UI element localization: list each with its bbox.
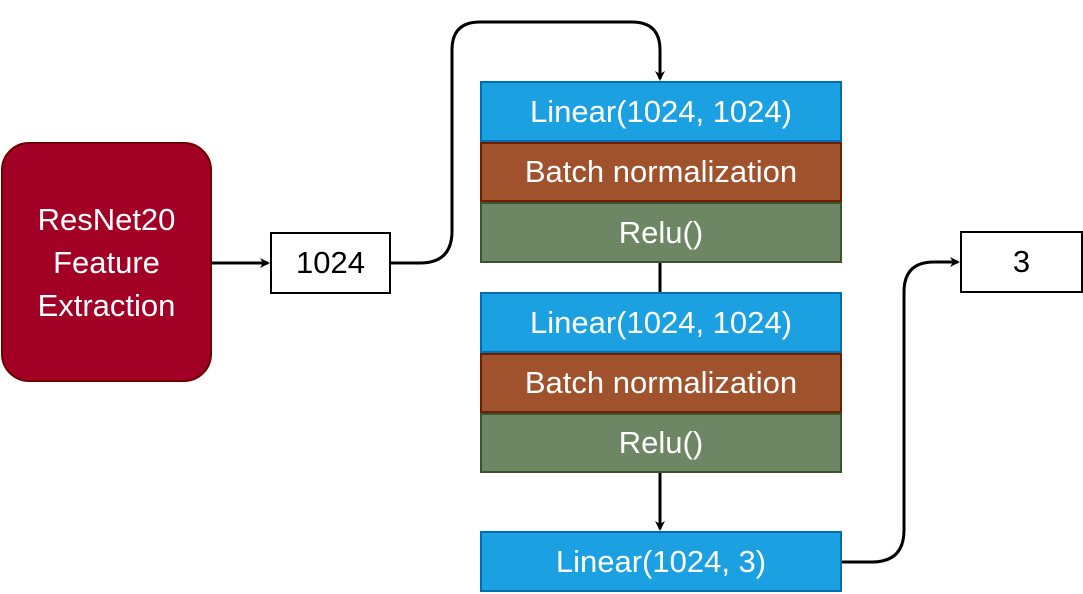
block2-relu-label: Relu() [618, 425, 704, 460]
block2-relu-node: Relu() [480, 413, 842, 473]
output-node: 3 [960, 231, 1083, 293]
output-label: 3 [1012, 244, 1031, 279]
resnet20-backbone-node: ResNet20 Feature Extraction [1, 142, 212, 382]
output-linear-label: Linear(1024, 3) [555, 543, 767, 579]
block1-relu-label: Relu() [618, 214, 704, 250]
block1-relu-node: Relu() [480, 202, 842, 263]
block2-linear-node: Linear(1024, 1024) [480, 292, 842, 353]
output-linear-node: Linear(1024, 3) [480, 531, 842, 592]
block1-batchnorm-node: Batch normalization [480, 142, 842, 202]
edge-output-layer-to-output [842, 257, 960, 564]
resnet20-backbone-label: ResNet20 Feature Extraction [37, 201, 176, 323]
block1-linear-node: Linear(1024, 1024) [480, 81, 842, 142]
block1-batchnorm-label: Batch normalization [524, 154, 798, 189]
block2-batchnorm-node: Batch normalization [480, 353, 842, 413]
block1-linear-label: Linear(1024, 1024) [530, 93, 792, 129]
feature-vector-node: 1024 [270, 232, 391, 294]
feature-vector-label: 1024 [296, 245, 365, 280]
block2-batchnorm-label: Batch normalization [524, 365, 798, 400]
edge-vector-to-block1 [390, 20, 665, 265]
block2-linear-label: Linear(1024, 1024) [530, 304, 792, 340]
